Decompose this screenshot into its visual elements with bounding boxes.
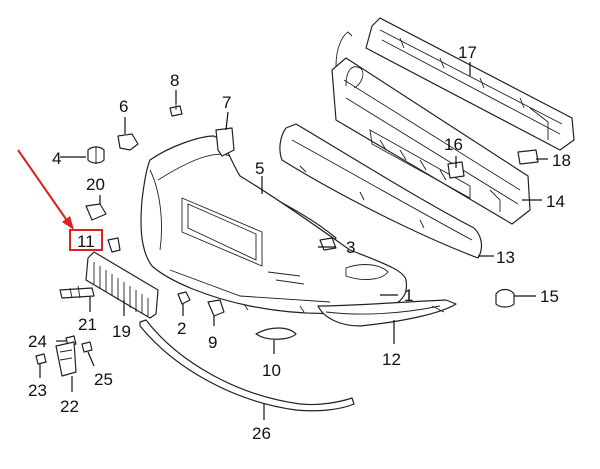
callout-16: 16 (444, 135, 463, 154)
part-8-screw (169, 102, 183, 117)
callout-11: 11 (77, 232, 95, 251)
callout-7: 7 (222, 93, 231, 112)
callout-9: 9 (208, 333, 217, 352)
callout-6: 6 (119, 97, 128, 116)
part-13-absorber (279, 123, 483, 259)
callout-14: 14 (546, 192, 565, 211)
part-22-bracket (55, 341, 77, 377)
callout-23: 23 (28, 381, 47, 400)
part-20-bracket (85, 203, 107, 221)
part-6-nut (117, 133, 139, 151)
callout-labels: 1 2 3 4 5 6 7 8 9 10 11 12 13 14 15 16 1… (28, 43, 571, 443)
highlight-arrow (17, 149, 69, 223)
callout-15: 15 (540, 287, 559, 306)
callout-22: 22 (60, 397, 79, 416)
part-15-clip (495, 288, 515, 308)
callout-8: 8 (170, 71, 179, 90)
part-11-clip (107, 237, 121, 253)
part-23-bolt (35, 353, 47, 365)
part-25-clip (81, 341, 93, 353)
callout-12: 12 (382, 350, 401, 369)
part-14-reinforcement (331, 31, 531, 225)
highlight-callout-11 (17, 149, 103, 251)
part-17-impact-bar (365, 17, 575, 151)
callout-3: 3 (346, 238, 355, 257)
part-26-lower-strip (139, 319, 355, 412)
callout-13: 13 (496, 248, 515, 267)
callout-17: 17 (458, 43, 477, 62)
part-12-lower-lip (317, 299, 457, 327)
callout-19: 19 (112, 322, 131, 341)
bumper-cover (140, 135, 408, 315)
callout-26: 26 (252, 424, 271, 443)
callout-2: 2 (177, 319, 186, 338)
callout-10: 10 (262, 361, 281, 380)
leader-lines (39, 62, 548, 420)
callout-5: 5 (255, 159, 264, 178)
highlight-box (69, 229, 103, 251)
part-21-tow-eye (59, 285, 95, 299)
callout-21: 21 (78, 315, 97, 334)
part-18-clip (517, 149, 539, 165)
callout-18: 18 (552, 151, 571, 170)
part-4-clip (87, 146, 105, 164)
callout-4: 4 (52, 149, 61, 168)
part-19-grille (85, 251, 159, 319)
part-10-cap (255, 327, 297, 340)
callout-20: 20 (86, 175, 105, 194)
callout-25: 25 (94, 370, 113, 389)
part-16-bolt (447, 161, 465, 179)
part-2-screw (177, 291, 191, 305)
callout-24: 24 (28, 332, 47, 351)
part-9-clip (207, 299, 225, 317)
part-7-bracket (215, 127, 235, 157)
highlight-arrowhead (62, 216, 74, 230)
callout-1: 1 (404, 286, 413, 305)
